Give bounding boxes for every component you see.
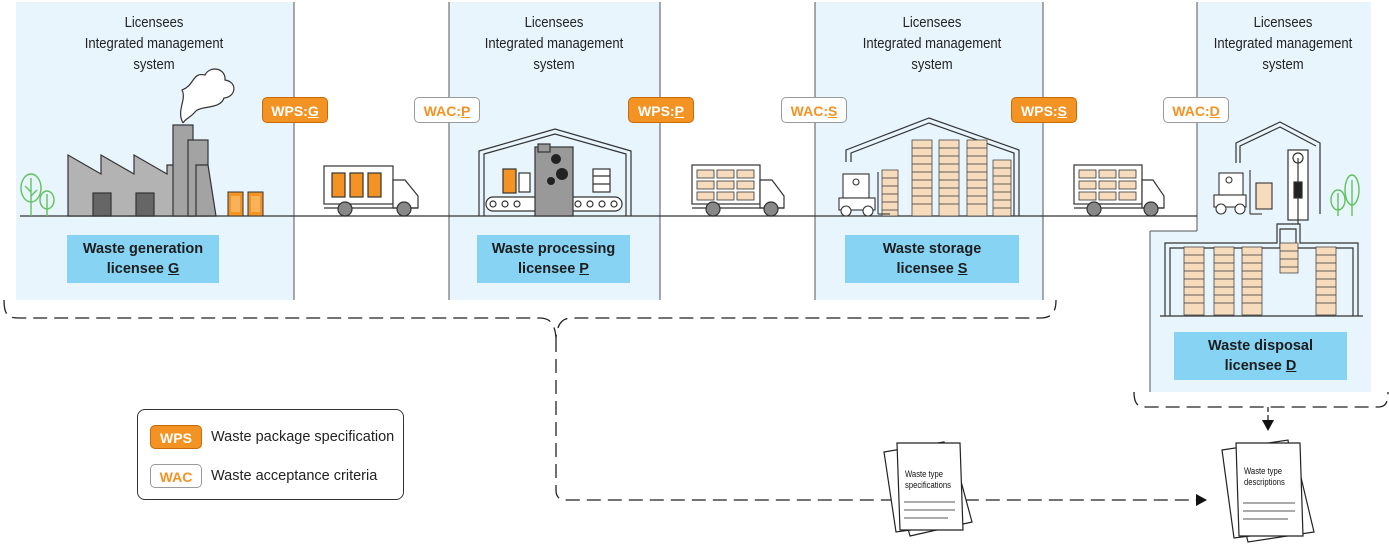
storage-racks-icon xyxy=(881,139,1012,217)
brace-disposal xyxy=(1133,391,1389,408)
doc-line: specifications xyxy=(905,480,951,490)
arrowhead-right xyxy=(1196,494,1207,506)
legend-chip-wac: WAC xyxy=(150,464,202,488)
disposal-racks-icon xyxy=(1183,242,1337,316)
document-stack-descriptions-icon xyxy=(1221,439,1315,543)
legend: WPS Waste package specification WAC Wast… xyxy=(137,409,404,500)
title-line: Integrated management xyxy=(84,36,224,52)
doc-specifications-text: Waste type specifications xyxy=(905,469,951,491)
tag-letter: S xyxy=(1057,103,1067,119)
label-text: licensee xyxy=(1224,358,1286,374)
tag-prefix: WAC: xyxy=(790,103,828,119)
title-line: Integrated management xyxy=(1213,36,1353,52)
doc-descriptions-text: Waste type descriptions xyxy=(1244,466,1285,488)
legend-chip-wps: WPS xyxy=(150,425,202,449)
tag-prefix: WPS: xyxy=(1021,103,1058,119)
tag-prefix: WPS: xyxy=(271,103,308,119)
tag-letter: P xyxy=(460,103,471,119)
tag-prefix: WAC: xyxy=(423,103,461,119)
title-line: Integrated management xyxy=(862,36,1002,52)
doc-line: descriptions xyxy=(1244,477,1285,487)
label-waste-generation: Waste generation licensee G xyxy=(67,235,219,283)
tag-wps-p: WPS:P xyxy=(628,97,694,123)
panel-title-processing: Licensees Integrated management system xyxy=(473,13,635,76)
label-text: licensee xyxy=(518,261,580,277)
label-waste-processing: Waste processing licensee P xyxy=(477,235,630,283)
tree-icon xyxy=(20,173,1360,216)
label-line: licensee D xyxy=(1225,356,1297,376)
tag-letter: D xyxy=(1209,103,1220,119)
label-letter: G xyxy=(167,261,180,277)
truck-crates-icon-2 xyxy=(1073,164,1165,217)
label-line: licensee S xyxy=(897,259,968,279)
label-line: licensee P xyxy=(518,259,589,279)
tag-letter: S xyxy=(827,103,838,119)
forklift-icon xyxy=(838,172,890,217)
disposal-forklift-icon xyxy=(1213,170,1273,215)
truck-crates-icon xyxy=(691,164,785,217)
label-letter: D xyxy=(1285,358,1297,374)
doc-line: Waste type xyxy=(905,469,943,479)
label-line: Waste disposal xyxy=(1207,338,1314,354)
title-line: system xyxy=(533,57,575,73)
gear-icon xyxy=(547,154,568,185)
title-line: Licensees xyxy=(902,15,962,31)
label-text: licensee xyxy=(896,261,958,277)
title-line: Licensees xyxy=(1253,15,1313,31)
tag-wps-s: WPS:S xyxy=(1011,97,1077,123)
legend-desc-wps: Waste package specification xyxy=(211,429,395,445)
label-letter: S xyxy=(957,261,968,277)
label-waste-storage: Waste storage licensee S xyxy=(845,235,1019,283)
tag-prefix: WAC: xyxy=(1172,103,1210,119)
waste-drums-icon xyxy=(227,191,264,217)
tag-letter: P xyxy=(674,103,684,119)
label-line: licensee G xyxy=(107,259,180,279)
tag-letter: G xyxy=(307,103,319,119)
panel-title-storage: Licensees Integrated management system xyxy=(851,13,1013,76)
tag-prefix: WPS: xyxy=(638,103,675,119)
document-stack-specifications-icon xyxy=(883,441,973,537)
tag-wac-p: WAC:P xyxy=(414,97,480,123)
title-line: system xyxy=(133,57,175,73)
label-text: licensee xyxy=(106,261,168,277)
label-line: Waste storage xyxy=(882,241,982,257)
label-line: Waste generation xyxy=(82,241,204,257)
legend-row-wac: WAC Waste acceptance criteria xyxy=(150,463,377,489)
truck-drums-icon xyxy=(323,165,419,217)
panel-title-generation: Licensees Integrated management system xyxy=(73,13,235,76)
label-letter: P xyxy=(579,261,589,277)
title-line: Licensees xyxy=(524,15,584,31)
arrowhead-down xyxy=(1262,420,1274,431)
brace-main xyxy=(3,299,1057,339)
legend-row-wps: WPS Waste package specification xyxy=(150,424,394,450)
legend-desc-wac: Waste acceptance criteria xyxy=(211,468,378,484)
storage-building-icon xyxy=(845,117,1020,216)
title-line: Integrated management xyxy=(484,36,624,52)
label-line: Waste processing xyxy=(491,241,616,257)
title-line: system xyxy=(911,57,953,73)
title-line: system xyxy=(1262,57,1304,73)
panel-title-disposal: Licensees Integrated management system xyxy=(1202,13,1364,76)
title-line: Licensees xyxy=(124,15,184,31)
tag-wac-s: WAC:S xyxy=(781,97,847,123)
label-waste-disposal: Waste disposal licensee D xyxy=(1174,332,1347,380)
arrow-to-descriptions xyxy=(555,338,1196,501)
tag-wps-g: WPS:G xyxy=(262,97,328,123)
doc-line: Waste type xyxy=(1244,466,1282,476)
tag-wac-d: WAC:D xyxy=(1163,97,1229,123)
factory-icon xyxy=(67,68,235,217)
